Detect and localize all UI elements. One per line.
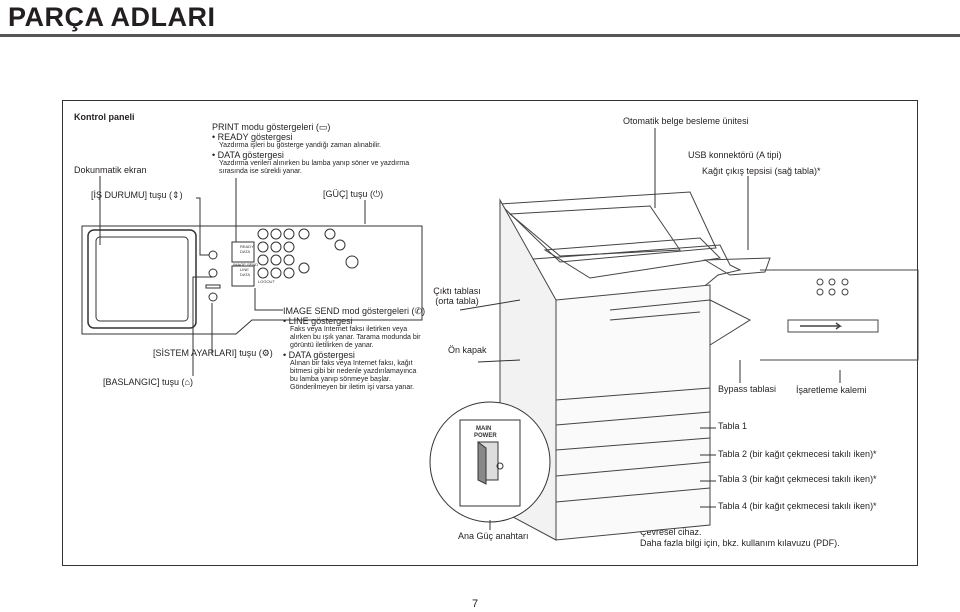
control-panel-heading: Kontrol paneli bbox=[74, 112, 135, 122]
send-indicators bbox=[231, 265, 255, 287]
data-label-1: DATA bbox=[240, 249, 250, 254]
touch-screen-label: Dokunmatik ekran bbox=[74, 165, 147, 175]
main-label-1: MAIN bbox=[476, 426, 491, 432]
tray2-label: Tabla 2 (bir kağıt çekmecesi takılı iken… bbox=[718, 449, 877, 459]
send-data-desc-4: Gönderilmeyen bir iletim işi varsa yanar… bbox=[290, 384, 415, 391]
line-desc-3: görüntü iletilirken de yanar. bbox=[290, 342, 374, 349]
tray3-label: Tabla 3 (bir kağıt çekmecesi takılı iken… bbox=[718, 474, 877, 484]
output-tray-line-1: Çıktı tablası bbox=[433, 286, 481, 296]
send-data-desc-3: bu lamba yanıp sönmeye başlar. bbox=[290, 376, 391, 383]
main-power-label: Ana Güç anahtarı bbox=[458, 531, 529, 541]
scanner-panel bbox=[543, 237, 722, 279]
adf-label: Otomatik belge besleme ünitesi bbox=[623, 116, 749, 126]
send-data-indicator-title: • DATA göstergesi bbox=[283, 350, 355, 360]
bypass-tray-label: Bypass tablasi bbox=[718, 384, 777, 394]
line-indicator-title: • LINE göstergesi bbox=[283, 316, 353, 326]
page-title: PARÇA ADLARI bbox=[8, 2, 216, 32]
front-cover-label: Ön kapak bbox=[448, 345, 487, 355]
main-label-2: POWER bbox=[474, 433, 497, 439]
ready-indicator-title: • READY göstergesi bbox=[212, 132, 293, 142]
keypad bbox=[257, 228, 310, 279]
exit-tray-label: Kağıt çıkış tepsisi (sağ tabla)* bbox=[702, 166, 821, 176]
footnote-line-2: Daha fazla bilgi için, bkz. kullanım kıl… bbox=[640, 538, 840, 548]
home-icon: ⌂ bbox=[184, 377, 190, 387]
adf-top bbox=[498, 191, 717, 263]
gear-icon: ⚙ bbox=[261, 348, 270, 358]
touch-screen bbox=[87, 229, 197, 329]
logout-label: LOGOUT bbox=[258, 279, 275, 284]
usb-label: USB konnektörü (A tipi) bbox=[688, 150, 782, 160]
stylus-inset-frame bbox=[760, 269, 919, 361]
data-indicator-title: • DATA göstergesi bbox=[212, 150, 284, 160]
ready-indicator-desc: Yazdırma işleri bu gösterge yandığı zama… bbox=[219, 142, 382, 149]
data-indicator-desc-1: Yazdırma verileri alınırken bu lamba yan… bbox=[219, 160, 410, 167]
footnote-line-1: Çevresel cihaz. bbox=[640, 527, 702, 537]
home-key bbox=[208, 268, 218, 278]
print-indicators bbox=[231, 241, 255, 263]
tray4-label: Tabla 4 (bir kağıt çekmecesi takılı iken… bbox=[718, 501, 877, 511]
data-indicator-desc-2: sırasında ise sürekli yanar. bbox=[219, 168, 302, 175]
switch-plate bbox=[459, 419, 521, 507]
image-send-block: IMAGE SEND mod göstergeleri (✆) • LINE g… bbox=[283, 306, 426, 391]
output-tray-line-2: (orta tabla) bbox=[435, 296, 479, 306]
image-send-label: IMAGE SEND bbox=[233, 262, 258, 267]
indicator-bar bbox=[205, 284, 221, 289]
fax-icon: ✆ bbox=[414, 306, 423, 316]
stylus-holder bbox=[787, 319, 879, 333]
power-key-label: [GÜÇ] tuşu (⏻) bbox=[323, 189, 384, 199]
logout-key bbox=[345, 255, 359, 269]
exit-tray-shape bbox=[703, 257, 771, 276]
print-mode-block: PRINT modu göstergeleri (▭) • READY göst… bbox=[212, 122, 410, 175]
job-status-icon: ⇕ bbox=[172, 190, 180, 200]
home-key-label: [BASLANGIC] tuşu (⌂) bbox=[103, 377, 193, 387]
power-key-shape bbox=[324, 228, 336, 240]
printer-icon: ▭ bbox=[318, 122, 328, 132]
ready-label: READY bbox=[240, 244, 254, 249]
line-desc-1: Faks veya Internet faksı iletirken veya bbox=[290, 326, 408, 333]
line-label: LINE bbox=[240, 267, 249, 272]
system-settings-key bbox=[208, 292, 218, 302]
job-status-key bbox=[208, 250, 218, 260]
power-icon: ⏻ bbox=[373, 189, 381, 199]
send-data-desc-1: Alınan bir faks veya Internet faksı, kağ… bbox=[290, 360, 413, 367]
send-data-desc-2: bitmesi gibi bir nedenle yazdırılamayınc… bbox=[290, 368, 417, 375]
data-label-2: DATA bbox=[240, 272, 250, 277]
energy-key bbox=[334, 239, 346, 251]
system-settings-label: [SİSTEM AYARLARI] tuşu (⚙) bbox=[153, 348, 273, 358]
stylus-label: İşaretleme kalemi bbox=[796, 385, 867, 395]
touch-screen-inner bbox=[95, 236, 189, 322]
line-desc-2: alırken bu ışık yanar. Tarama modunda bi… bbox=[290, 334, 421, 341]
machine-front bbox=[555, 284, 711, 541]
tray1-label: Tabla 1 bbox=[718, 421, 748, 431]
output-tray-label: Çıktı tablası (orta tabla) bbox=[432, 286, 482, 306]
bypass-tray bbox=[709, 299, 752, 346]
control-panel-outline bbox=[81, 225, 423, 335]
title-rule bbox=[0, 34, 960, 37]
page-number: 7 bbox=[472, 598, 479, 610]
job-status-label: [İŞ DURUMU] tuşu (⇕) bbox=[91, 190, 183, 200]
